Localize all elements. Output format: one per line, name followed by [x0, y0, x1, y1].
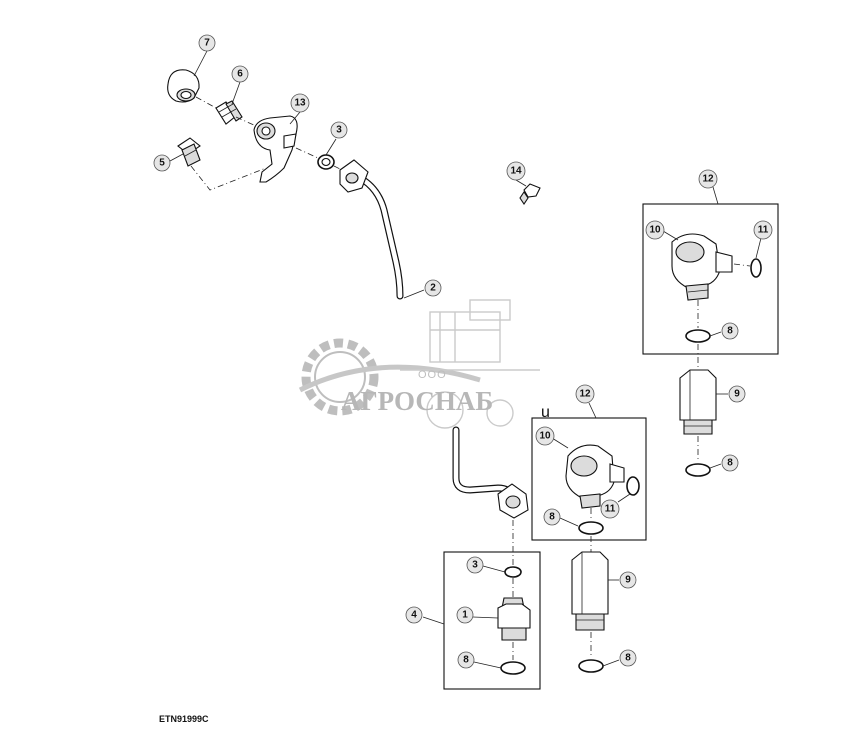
svg-text:10: 10	[649, 225, 661, 236]
callout-12-upper: 12	[698, 169, 718, 189]
callout-12-lower: 12	[575, 384, 595, 404]
svg-text:3: 3	[472, 560, 478, 571]
svg-text:2: 2	[430, 283, 436, 294]
svg-text:8: 8	[727, 458, 733, 469]
svg-text:5: 5	[159, 158, 165, 169]
part-8-oring-b	[685, 463, 711, 477]
part-11-oring-upper	[750, 258, 762, 278]
part-13-bracket	[253, 115, 298, 183]
part-8-oring-c	[578, 521, 604, 535]
callout-5: 5	[153, 154, 171, 172]
callout-3-upper: 3	[330, 121, 348, 139]
watermark: ООО АГРОСНАБ	[298, 299, 540, 429]
part-2-fuel-pipe	[339, 159, 529, 519]
svg-text:9: 9	[625, 575, 631, 586]
callout-8-b: 8	[721, 454, 739, 472]
svg-text:11: 11	[605, 504, 616, 515]
callout-1: 1	[456, 606, 474, 624]
svg-text:7: 7	[204, 38, 210, 49]
svg-text:12: 12	[702, 174, 714, 185]
callout-2: 2	[424, 279, 442, 297]
callout-14: 14	[506, 161, 526, 181]
part-7-cap	[167, 69, 200, 103]
callout-9-lower: 9	[619, 571, 637, 589]
callout-8-a: 8	[721, 322, 739, 340]
part-1-fitting	[497, 597, 531, 641]
callout-10-upper: 10	[645, 220, 665, 240]
svg-text:12: 12	[579, 389, 591, 400]
part-3-washer-upper	[317, 154, 335, 170]
callout-11-lower: 11	[600, 499, 620, 519]
svg-text:1: 1	[462, 610, 468, 621]
callout-3-lower: 3	[466, 556, 484, 574]
svg-text:8: 8	[549, 512, 555, 523]
svg-text:14: 14	[510, 166, 522, 177]
svg-text:4: 4	[411, 610, 417, 621]
kit-4-box	[443, 551, 541, 690]
figure-code: ETN91999C	[159, 714, 209, 724]
callout-8-d: 8	[619, 649, 637, 667]
watermark-gear-icon	[298, 338, 481, 416]
part-8-oring-a	[685, 329, 711, 343]
watermark-company-name: АГРОСНАБ	[341, 386, 493, 416]
callout-11-upper: 11	[753, 220, 773, 240]
watermark-combine-icon	[400, 299, 540, 429]
part-11-oring-lower	[626, 476, 640, 496]
callout-6: 6	[231, 65, 249, 83]
callout-13: 13	[290, 93, 310, 113]
svg-text:10: 10	[539, 431, 551, 442]
svg-text:3: 3	[336, 125, 342, 136]
svg-text:11: 11	[758, 225, 769, 236]
part-6-bleed-screw	[215, 100, 243, 125]
svg-text:13: 13	[294, 98, 306, 109]
svg-text:8: 8	[463, 655, 469, 666]
callout-9-upper: 9	[728, 385, 746, 403]
part-14-bolt	[519, 183, 541, 205]
stray-character: u	[541, 404, 550, 421]
svg-text:6: 6	[237, 69, 243, 80]
part-5-bolt	[177, 137, 201, 167]
callout-8-e: 8	[457, 651, 475, 669]
callout-8-c: 8	[543, 508, 561, 526]
svg-text:8: 8	[625, 653, 631, 664]
part-10-elbow-lower	[565, 444, 625, 509]
part-10-elbow-upper	[671, 233, 733, 301]
callout-4: 4	[405, 606, 423, 624]
part-3-washer-lower	[504, 566, 522, 578]
part-8-oring-d	[578, 659, 604, 673]
part-9-valve-upper	[679, 369, 717, 435]
part-9-valve-lower	[571, 551, 609, 631]
svg-text:8: 8	[727, 326, 733, 337]
callout-10-lower: 10	[535, 426, 555, 446]
part-8-oring-e	[500, 661, 526, 675]
kit-12-box-upper	[642, 203, 779, 355]
kit-12-box-lower	[531, 417, 647, 541]
watermark-company-prefix: ООО	[418, 369, 447, 381]
svg-text:9: 9	[734, 389, 740, 400]
callout-7: 7	[198, 34, 216, 52]
